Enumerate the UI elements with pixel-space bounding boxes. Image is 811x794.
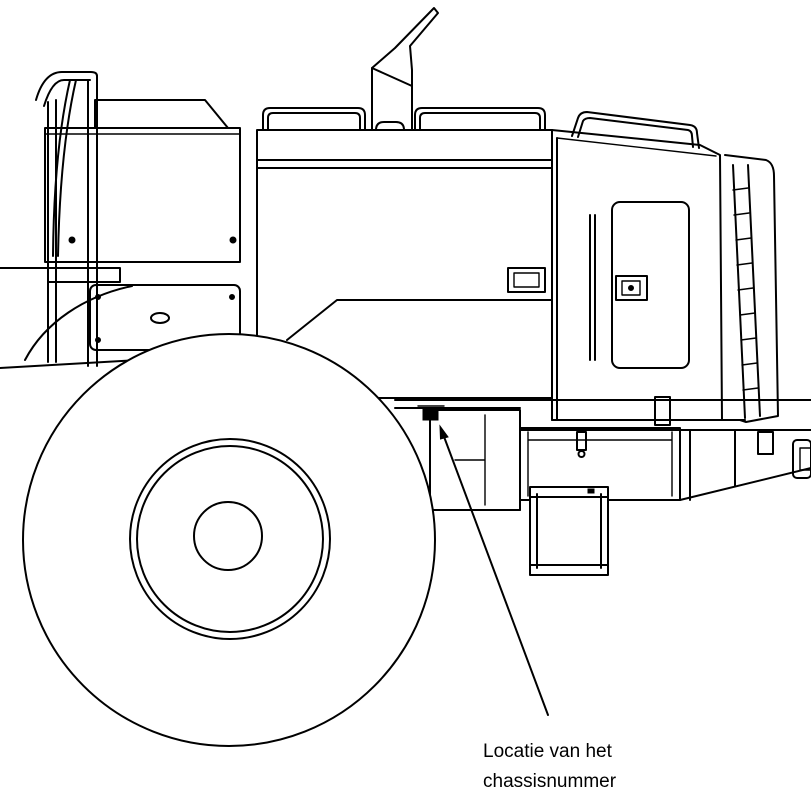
- chassis-number-callout: Locatie van het chassisnummer: [417, 405, 617, 792]
- latch-lock: [628, 285, 634, 291]
- hydraulic-hose: [52, 79, 77, 257]
- fender-curve: [24, 285, 133, 361]
- hub: [193, 501, 263, 571]
- lower-chassis: [394, 396, 811, 511]
- rear-platform: [0, 267, 141, 369]
- counterweight-outline: [724, 154, 779, 423]
- counterweight: [724, 154, 779, 423]
- panel-bolt: [95, 294, 101, 300]
- panel-handle: [150, 312, 170, 324]
- hydraulic-tank-seam: [454, 414, 486, 506]
- chassis-bottom-line: [434, 467, 811, 511]
- platform-deck: [0, 267, 121, 283]
- panel-bolt: [68, 236, 76, 244]
- fuel-tank-edges: [527, 431, 673, 497]
- callout-label-line-2: chassisnummer: [483, 771, 617, 792]
- top-handrails: [262, 107, 700, 149]
- ladder-handrail: [35, 71, 98, 107]
- service-door-latch: [615, 275, 648, 301]
- exhaust-stack: [371, 7, 439, 131]
- rim-outer: [129, 438, 331, 640]
- wheel: [22, 333, 436, 747]
- access-ladder: [35, 71, 98, 367]
- handrail-middle: [414, 107, 546, 131]
- leader-line: [442, 433, 549, 716]
- fuel-filler-cap: [577, 450, 586, 458]
- tail-light-lens: [799, 447, 811, 471]
- chassis-struts: [689, 429, 736, 501]
- upper-panel-body: [44, 127, 241, 263]
- exhaust-cut: [371, 67, 413, 87]
- rim-inner: [136, 445, 324, 633]
- roof-cap: [375, 121, 405, 131]
- door-latch: [507, 267, 546, 293]
- service-door: [611, 201, 690, 369]
- panel-bolt: [95, 337, 101, 343]
- leader-arrowhead: [439, 424, 449, 440]
- access-step: [529, 486, 609, 576]
- panel-bolt: [229, 294, 235, 300]
- tire: [22, 333, 436, 747]
- grille-edge: [732, 164, 761, 419]
- step-frame: [529, 486, 609, 576]
- chassis-number-plate: [422, 407, 439, 421]
- hood-slot: [589, 214, 596, 361]
- service-door-latch-inner: [621, 280, 641, 296]
- grille-segments: [732, 187, 759, 391]
- rear-upper-panel: [44, 99, 241, 263]
- step-rails: [529, 493, 609, 569]
- step-clip: [587, 488, 595, 494]
- lower-frame-line: [0, 359, 141, 369]
- tail-light: [792, 439, 811, 479]
- chassis-top-rail: [394, 399, 811, 409]
- engine-compartment: [256, 129, 558, 421]
- rear-hitch-block: [757, 431, 774, 455]
- panel-top-cover: [94, 99, 229, 129]
- door-latch-inner: [513, 272, 540, 288]
- hood-outline: [551, 129, 723, 421]
- ladder-rails: [47, 75, 98, 367]
- hood-top-line: [556, 137, 717, 157]
- body-top-strip: [256, 159, 553, 169]
- chassis-bracket: [654, 396, 671, 426]
- body-side-edge: [551, 129, 558, 421]
- fuel-filler: [576, 431, 587, 451]
- engine-hood: [551, 129, 746, 421]
- panel-bolt: [229, 236, 237, 244]
- handrail-left: [262, 107, 366, 131]
- handrail-hood: [571, 111, 700, 149]
- body-lower-contour: [286, 299, 553, 341]
- callout-label-line-1: Locatie van het: [483, 741, 613, 762]
- exhaust-pipe: [371, 7, 439, 131]
